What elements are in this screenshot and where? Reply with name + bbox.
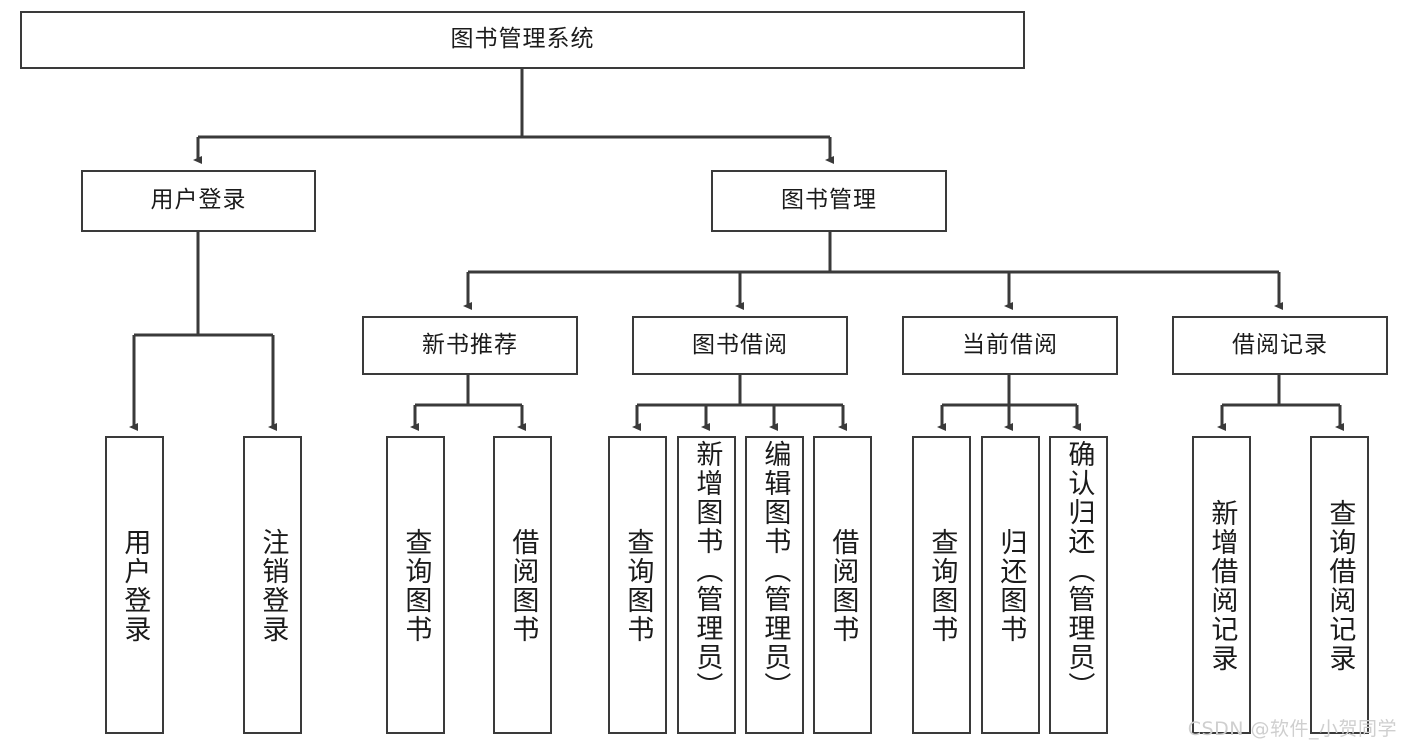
leaf-label: 归还图书 [995, 528, 1027, 644]
leaf-label: 确认归还（管理员） [1063, 440, 1095, 701]
node-book-management-label: 图书管理 [781, 187, 877, 214]
node-user-login[interactable]: 用户登录 [81, 170, 316, 232]
node-current-borrow[interactable]: 当前借阅 [902, 316, 1118, 375]
leaf-book-borrow-add-book[interactable]: 新增图书（管理员） [677, 436, 736, 734]
leaf-book-borrow-edit-book[interactable]: 编辑图书（管理员） [745, 436, 804, 734]
leaf-label: 查询图书 [400, 528, 432, 644]
edges-bookborrow-to-leaves [632, 375, 847, 431]
node-book-borrow-label: 图书借阅 [692, 331, 788, 358]
leaf-new-book-query-book[interactable]: 查询图书 [386, 436, 445, 734]
node-new-book-recommend-label: 新书推荐 [422, 331, 518, 358]
leaf-label: 用户登录 [119, 528, 151, 644]
watermark: CSDN @软件_小贺同学 [1187, 718, 1397, 740]
leaf-book-borrow-query-book[interactable]: 查询图书 [608, 436, 667, 734]
leaf-user-login-logout[interactable]: 注销登录 [243, 436, 302, 734]
leaf-label: 新增图书（管理员） [691, 440, 723, 701]
node-borrow-record-label: 借阅记录 [1232, 331, 1328, 358]
node-new-book-recommend[interactable]: 新书推荐 [362, 316, 578, 375]
edges-books-to-level3 [463, 232, 1283, 310]
edges-borrowrecord-to-leaves [1217, 375, 1344, 431]
leaf-label: 借阅图书 [827, 528, 859, 644]
edges-root-to-level2 [193, 69, 834, 164]
leaf-current-borrow-return-book[interactable]: 归还图书 [981, 436, 1040, 734]
node-borrow-record[interactable]: 借阅记录 [1172, 316, 1388, 375]
node-current-borrow-label: 当前借阅 [962, 331, 1058, 358]
leaf-label: 查询借阅记录 [1324, 499, 1356, 673]
leaf-label: 借阅图书 [507, 528, 539, 644]
leaf-label: 查询图书 [926, 528, 958, 644]
node-user-login-label: 用户登录 [150, 187, 247, 214]
leaf-current-borrow-query-book[interactable]: 查询图书 [912, 436, 971, 734]
leaf-label: 注销登录 [257, 528, 289, 644]
leaf-borrow-record-add-record[interactable]: 新增借阅记录 [1192, 436, 1251, 734]
edges-newbook-to-leaves [410, 375, 526, 431]
leaf-book-borrow-borrow-book[interactable]: 借阅图书 [813, 436, 872, 734]
node-book-borrow[interactable]: 图书借阅 [632, 316, 848, 375]
leaf-borrow-record-query-record[interactable]: 查询借阅记录 [1310, 436, 1369, 734]
leaf-label: 新增借阅记录 [1206, 499, 1238, 673]
node-book-management[interactable]: 图书管理 [711, 170, 947, 232]
leaf-new-book-borrow-book[interactable]: 借阅图书 [493, 436, 552, 734]
leaf-label: 编辑图书（管理员） [759, 440, 791, 701]
node-root[interactable]: 图书管理系统 [20, 11, 1025, 69]
node-root-label: 图书管理系统 [450, 26, 595, 53]
edges-userlogin-to-leaves [129, 232, 277, 431]
leaf-user-login-login[interactable]: 用户登录 [105, 436, 164, 734]
leaf-current-borrow-confirm-return[interactable]: 确认归还（管理员） [1049, 436, 1108, 734]
edges-currentborrow-to-leaves [937, 375, 1081, 431]
leaf-label: 查询图书 [622, 528, 654, 644]
